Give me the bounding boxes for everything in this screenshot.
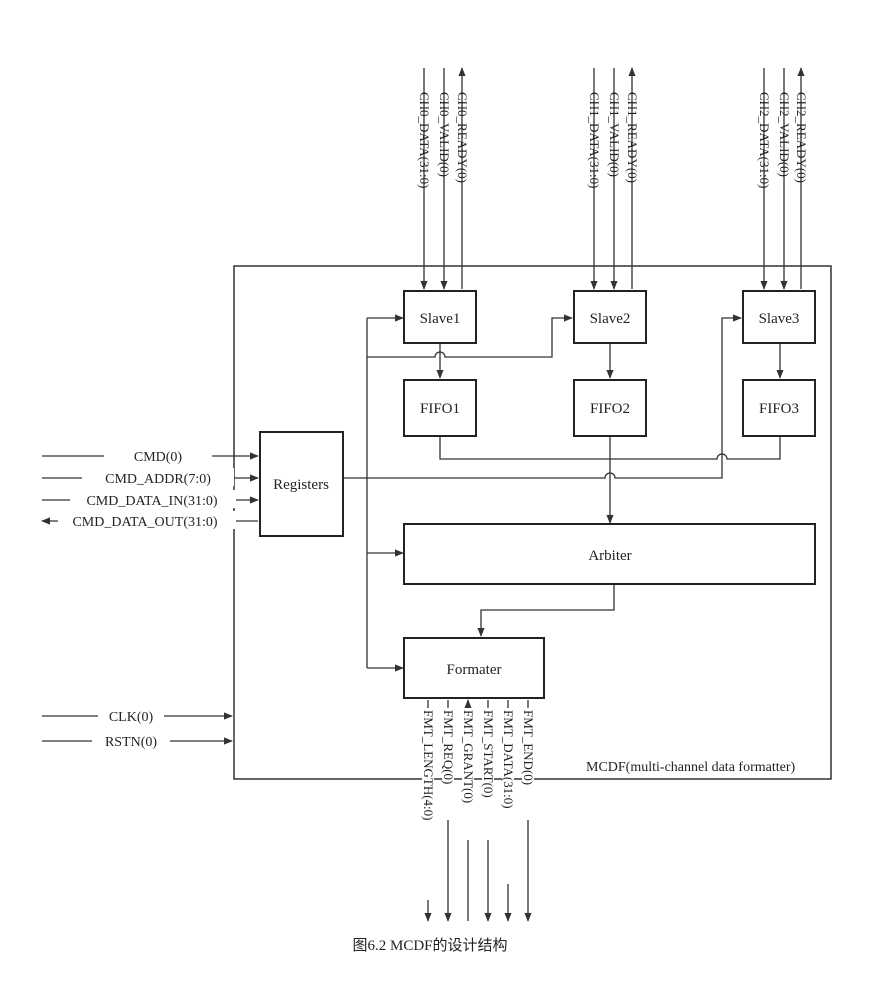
fmt-length-label: FMT_LENGTH(4:0) xyxy=(421,710,436,821)
arbiter-label: Arbiter xyxy=(588,548,631,564)
registers-block xyxy=(259,431,344,537)
fmt-start-label: FMT_START(0) xyxy=(481,710,496,798)
ch2-data-label: CH2_DATA(31:0) xyxy=(757,92,772,188)
ch1-ready-label: CH1_READY(0) xyxy=(625,92,640,183)
slave2-block xyxy=(573,290,647,344)
fmt-req-label: FMT_REQ(0) xyxy=(441,710,456,784)
cmd-addr-label: CMD_ADDR(7:0) xyxy=(105,472,211,487)
ch0-ready-label: CH0_READY(0) xyxy=(455,92,470,183)
formatter-label: Formater xyxy=(447,662,502,678)
cmd-data-out-label: CMD_DATA_OUT(31:0) xyxy=(72,515,217,530)
fifo3-block xyxy=(742,379,816,437)
ch0-valid-label: CH0_VALID(0) xyxy=(437,92,452,177)
slave1-label: Slave1 xyxy=(420,311,461,327)
bus-slave2-wire xyxy=(367,314,573,358)
fmt-grant-label: FMT_GRANT(0) xyxy=(461,710,476,803)
fifo3-label: FIFO3 xyxy=(759,401,799,417)
arbiter-formatter-wire xyxy=(477,584,615,637)
fmt-end-label: FMT_END(0) xyxy=(521,710,536,785)
fmt-data-label: FMT_DATA(31:0) xyxy=(501,710,516,809)
ch2-valid-label: CH2_VALID(0) xyxy=(777,92,792,177)
reg-slave3-wire xyxy=(343,314,742,479)
clk-label: CLK(0) xyxy=(109,710,154,725)
figure-caption: 图6.2 MCDF的设计结构 xyxy=(352,937,507,954)
cmd-data-in-label: CMD_DATA_IN(31:0) xyxy=(86,494,217,509)
fifo1-block xyxy=(403,379,477,437)
slave2-label: Slave2 xyxy=(590,311,631,327)
ch1-data-label: CH1_DATA(31:0) xyxy=(587,92,602,188)
ch1-valid-label: CH1_VALID(0) xyxy=(607,92,622,177)
slave1-block xyxy=(403,290,477,344)
fifo1-label: FIFO1 xyxy=(420,401,460,417)
module-label: MCDF(multi-channel data formatter) xyxy=(586,760,795,775)
slave3-block xyxy=(742,290,816,344)
fifo-bus-wire xyxy=(439,436,781,460)
fifo2-block xyxy=(573,379,647,437)
formatter-block xyxy=(403,637,545,699)
ch2-ready-label: CH2_READY(0) xyxy=(794,92,809,183)
fifo2-label: FIFO2 xyxy=(590,401,630,417)
rstn-label: RSTN(0) xyxy=(105,735,157,750)
slave3-label: Slave3 xyxy=(759,311,800,327)
arbiter-block xyxy=(403,523,816,585)
ch0-data-label: CH0_DATA(31:0) xyxy=(417,92,432,188)
registers-label: Registers xyxy=(273,477,329,493)
cmd-label: CMD(0) xyxy=(134,450,183,465)
